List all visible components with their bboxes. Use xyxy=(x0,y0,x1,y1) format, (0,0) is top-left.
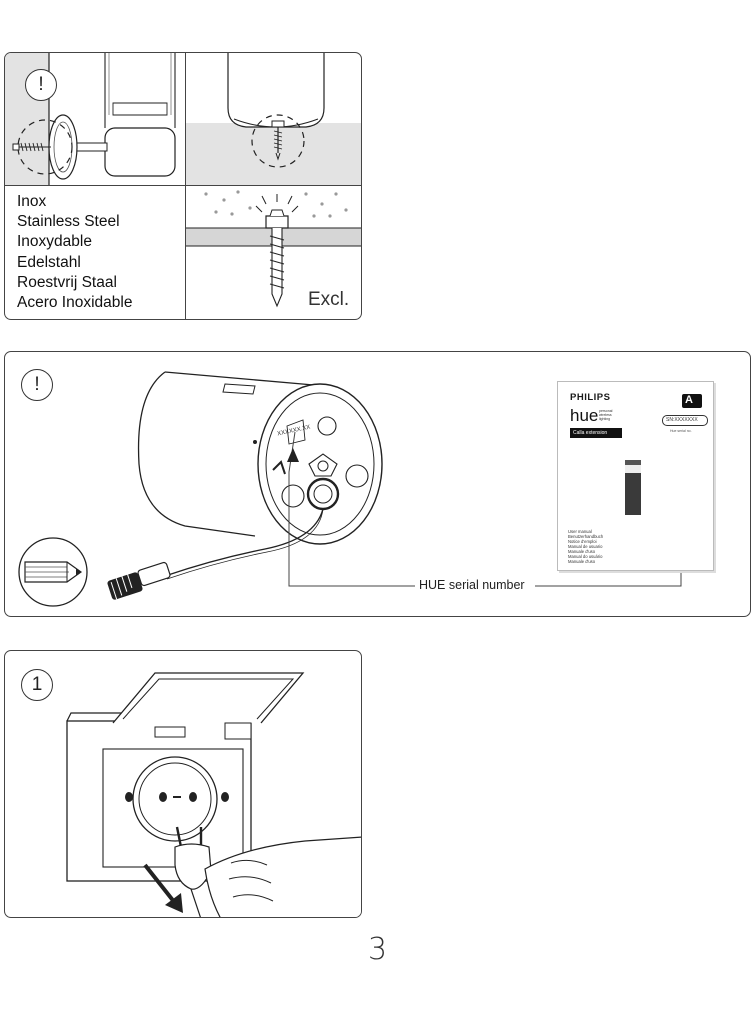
material-item: Inox xyxy=(17,193,47,210)
material-list: Inox Stainless Steel Inoxydable Edelstah… xyxy=(17,192,132,313)
panel-stainless-screws: ! Inox Stainless Steel Inoxydable Edelst… xyxy=(4,52,362,320)
material-item: Roestvrij Staal xyxy=(17,273,117,291)
pencil-icon xyxy=(17,536,89,608)
hue-subtitle: personal wireless lighting xyxy=(599,409,613,421)
energy-label xyxy=(682,394,702,408)
divider-horizontal xyxy=(5,185,361,187)
serial-code-box xyxy=(662,415,708,426)
material-item: Stainless Steel xyxy=(17,213,120,231)
socket-unplug-illustration xyxy=(5,651,361,917)
wall-mount-illustration xyxy=(5,53,185,185)
caution-badge-mid: ! xyxy=(21,369,53,401)
manual-lines: User manual Benutzerhandbuch Notice d'em… xyxy=(568,529,603,564)
model-name: Calla extension xyxy=(573,430,608,436)
screw-rain-illustration xyxy=(186,186,361,319)
hue-logo: hue xyxy=(570,406,599,425)
manual-line: Manual do usuário xyxy=(568,554,603,559)
energy-class: A xyxy=(685,394,693,406)
base-screw-illustration xyxy=(186,53,361,185)
step-badge: 1 xyxy=(21,669,53,701)
manual-line: Manuale d'uso xyxy=(568,549,596,554)
bollard-lamp-image xyxy=(624,460,642,515)
material-item: Inoxydable xyxy=(17,233,92,251)
panel-serial-number: ! xyxy=(4,351,751,617)
material-item: Edelstahl xyxy=(17,253,81,271)
caution-badge-top: ! xyxy=(25,69,57,101)
manual-line: Benutzerhandbuch xyxy=(568,534,604,539)
manual-line: Notice d'emploi xyxy=(568,539,597,544)
serial-code: SN:XXXXXXX xyxy=(666,417,698,423)
product-box: PHILIPS hue personal wireless lighting C… xyxy=(557,381,714,571)
material-item: Acero Inoxidable xyxy=(17,294,133,312)
excluded-label: Excl. xyxy=(308,289,350,310)
serial-caption: Hue serial no. xyxy=(670,429,692,433)
hue-serial-label: HUE serial number xyxy=(416,578,528,592)
philips-logo: PHILIPS xyxy=(570,392,611,403)
manual-line: Manual de usuario xyxy=(568,544,603,549)
manual-line: Manuale d'uso xyxy=(568,559,596,564)
manual-line: User manual xyxy=(568,529,592,534)
page-number: 3 xyxy=(367,932,388,967)
panel-unplug: 1 xyxy=(4,650,362,918)
model-bar xyxy=(570,428,622,438)
